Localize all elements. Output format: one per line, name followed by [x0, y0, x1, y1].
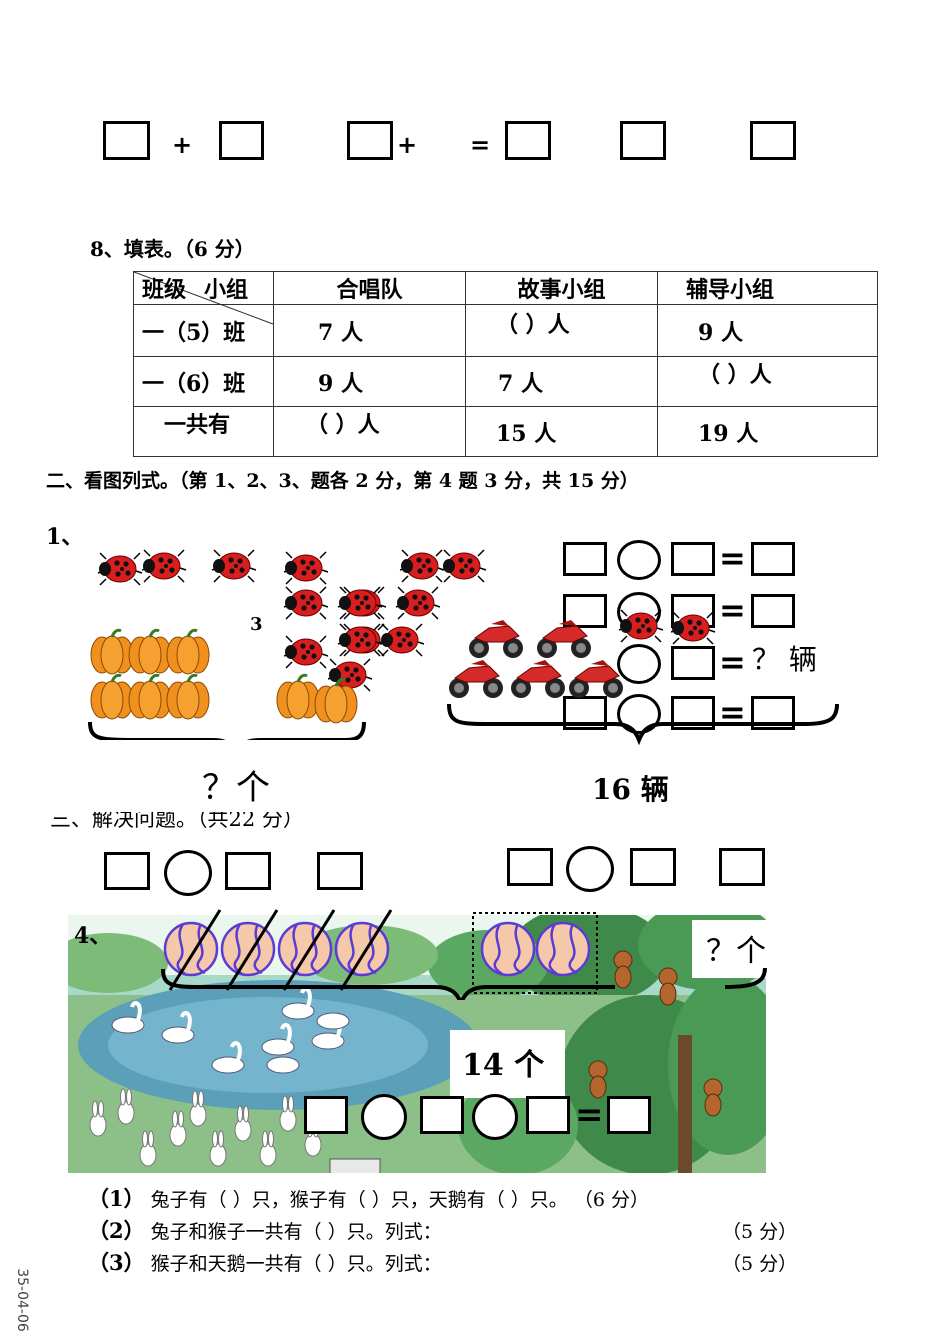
- corner-top-label: 小组: [204, 277, 249, 303]
- row-label: 一共有: [133, 406, 274, 457]
- brace-end: [725, 967, 767, 989]
- answer-box[interactable]: [507, 848, 553, 886]
- sub-question-text: 兔子有（ ）只，猴子有（ ）只，天鹅有（ ）只。: [150, 1189, 568, 1211]
- plus-sign: +: [397, 131, 418, 159]
- answer-box[interactable]: [505, 121, 551, 160]
- operator-circle[interactable]: [617, 694, 661, 734]
- q8-title: 8、填表。（6 分）: [90, 237, 255, 261]
- equals-sign: =: [719, 643, 746, 681]
- answer-box[interactable]: [620, 121, 666, 160]
- answer-box[interactable]: [751, 594, 795, 628]
- answer-box[interactable]: [563, 542, 607, 576]
- row-label: 一（5）班: [133, 304, 274, 357]
- answer-box[interactable]: [347, 121, 393, 160]
- motorbike-picture: [447, 609, 839, 746]
- header-cell: 辅导小组: [657, 271, 878, 305]
- table-cell: 9 人: [657, 304, 878, 357]
- table-cell-blank[interactable]: （ ）人: [465, 304, 658, 357]
- corner-cell: 班级 小组: [133, 271, 274, 325]
- answer-box[interactable]: [607, 1096, 651, 1134]
- question-items: ？个: [202, 768, 270, 808]
- table-cell: 7 人: [465, 356, 658, 407]
- diagonal-line: [134, 272, 273, 325]
- table-cell: 15 人: [465, 406, 658, 457]
- answer-box[interactable]: [671, 542, 715, 576]
- operator-circle[interactable]: [472, 1094, 518, 1140]
- q4-total: 14 个: [462, 1048, 545, 1083]
- answer-box[interactable]: [751, 542, 795, 576]
- fill-table: 班级 小组 合唱队 故事小组 辅导小组 一（5）班 7 人 （ ）人 9 人 一…: [133, 271, 878, 457]
- sub-question-text: 兔子和猴子一共有（ ）只。列式：: [150, 1221, 442, 1243]
- sub-question-text: 猴子和天鹅一共有（ ）只。列式：: [150, 1253, 442, 1275]
- answer-box[interactable]: [225, 852, 271, 890]
- equals-sign: =: [719, 539, 746, 577]
- equals-sign: =: [719, 591, 746, 629]
- side-stamp: 35-04-06: [14, 1268, 30, 1332]
- q1-label: 1、: [46, 524, 84, 550]
- q4-question: ？个: [706, 934, 766, 969]
- operator-circle[interactable]: [566, 846, 614, 892]
- ladybug-pumpkin-picture: [88, 549, 387, 740]
- answer-box[interactable]: [630, 848, 676, 886]
- answer-box[interactable]: [719, 848, 765, 886]
- equals-sign: =: [575, 1095, 604, 1135]
- table-cell: 19 人: [657, 406, 878, 457]
- answer-box[interactable]: [750, 121, 796, 160]
- sub-question-score: （6 分）: [573, 1189, 649, 1211]
- balls-picture: [161, 909, 615, 1000]
- total-vehicles: 16 辆: [592, 773, 669, 806]
- answer-box[interactable]: [526, 1096, 570, 1134]
- question-vehicles: ？ 辆: [752, 643, 817, 676]
- sub-question-1: （1） 兔子有（ ）只，猴子有（ ）只，天鹅有（ ）只。 （6 分）: [88, 1183, 649, 1213]
- section3-title: 三、解决问题。（共22 分）: [50, 807, 304, 831]
- answer-box[interactable]: [317, 852, 363, 890]
- equals-sign: =: [470, 131, 491, 159]
- sub-question-2: （2） 兔子和猴子一共有（ ）只。列式：: [88, 1215, 442, 1245]
- answer-box[interactable]: [103, 121, 150, 160]
- answer-box[interactable]: [104, 852, 150, 890]
- table-cell: 9 人: [273, 356, 466, 407]
- table-cell-blank[interactable]: （ ）人: [657, 356, 878, 407]
- answer-box[interactable]: [671, 646, 715, 680]
- answer-box[interactable]: [304, 1096, 348, 1134]
- corner-left-label: 班级: [142, 277, 187, 303]
- white-panel: [692, 920, 774, 978]
- sub-question-number: （2）: [88, 1218, 145, 1243]
- sub-question-3-score: （5 分）: [722, 1253, 798, 1275]
- operator-circle[interactable]: [617, 644, 661, 684]
- answer-box[interactable]: [219, 121, 264, 160]
- operator-circle[interactable]: [164, 850, 212, 896]
- row-label: 一（6）班: [133, 356, 274, 407]
- header-cell: 合唱队: [273, 271, 466, 305]
- sub-question-2-score: （5 分）: [722, 1221, 798, 1243]
- number-three: 3: [250, 614, 263, 635]
- q4-label: 4、: [74, 923, 112, 949]
- sub-question-number: （3）: [88, 1250, 145, 1275]
- sub-question-number: （1）: [88, 1186, 145, 1211]
- operator-circle[interactable]: [361, 1094, 407, 1140]
- operator-circle[interactable]: [617, 540, 661, 580]
- sub-question-3: （3） 猴子和天鹅一共有（ ）只。列式：: [88, 1247, 442, 1277]
- table-cell: 7 人: [273, 304, 466, 357]
- plus-sign: +: [172, 131, 193, 159]
- section2-title: 二、看图列式。（第 1、2、3、题各 2 分，第 4 题 3 分，共 15 分）: [46, 470, 639, 492]
- white-panel: [450, 1030, 565, 1098]
- table-cell-blank[interactable]: （ ）人: [273, 406, 466, 457]
- answer-box[interactable]: [420, 1096, 464, 1134]
- header-cell: 故事小组: [465, 271, 658, 305]
